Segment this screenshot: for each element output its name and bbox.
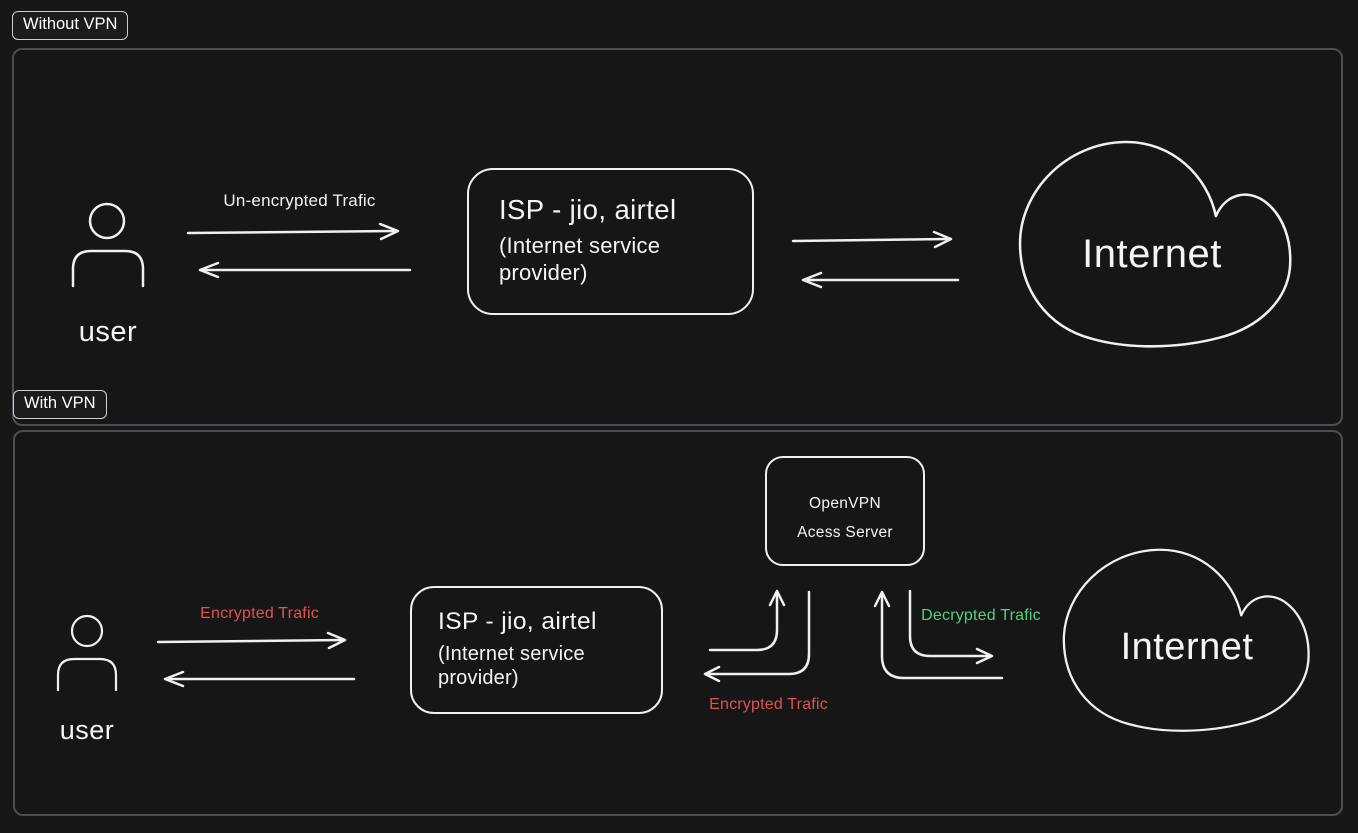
openvpn-server-box: OpenVPN Acess Server [765, 456, 925, 566]
internet-label: Internet [1082, 232, 1222, 276]
isp-subtitle: (Internet service provider) [438, 643, 585, 690]
arrow-right-icon [186, 222, 400, 241]
without-vpn-badge: Without VPN [12, 11, 129, 40]
isp-subtitle: (Internet service provider) [499, 233, 661, 285]
without-vpn-panel: user Un-encrypted Trafic ISP - jio, airt… [12, 48, 1343, 426]
user-label: user [78, 316, 138, 348]
internet-label: Internet [1120, 626, 1254, 668]
arrow-left-icon [198, 261, 412, 279]
arrow-right-icon [156, 631, 347, 650]
arrow-left-icon [801, 271, 960, 289]
isp-box: ISP - jio, airtel (Internet service prov… [410, 586, 663, 714]
internet-cloud-icon [1062, 548, 1310, 732]
with-vpn-badge: With VPN [13, 390, 107, 419]
isp-title: ISP - jio, airtel [499, 194, 677, 225]
with-vpn-panel: OpenVPN Acess Server user Encrypted Traf… [13, 430, 1343, 816]
tunnel-encrypted-traffic-label: Encrypted Trafic [709, 696, 828, 713]
curved-arrow-right-icon [873, 589, 1004, 680]
openvpn-box-line1: OpenVPN [809, 494, 881, 512]
user-icon [56, 614, 118, 692]
isp-title: ISP - jio, airtel [438, 608, 597, 635]
isp-box: ISP - jio, airtel (Internet service prov… [467, 168, 754, 315]
arrow-left-icon [163, 670, 356, 688]
curved-arrow-up-icon [703, 589, 811, 683]
decrypted-traffic-label: Decrypted Trafic [921, 607, 1041, 624]
user-icon [71, 202, 145, 288]
encrypted-traffic-label: Encrypted Trafic [200, 605, 319, 622]
arrow-right-icon [791, 230, 953, 249]
internet-cloud-icon [1018, 140, 1292, 348]
user-label: user [59, 715, 115, 745]
openvpn-box-line2: Acess Server [797, 523, 893, 541]
unencrypted-traffic-label: Un-encrypted Trafic [223, 191, 376, 210]
